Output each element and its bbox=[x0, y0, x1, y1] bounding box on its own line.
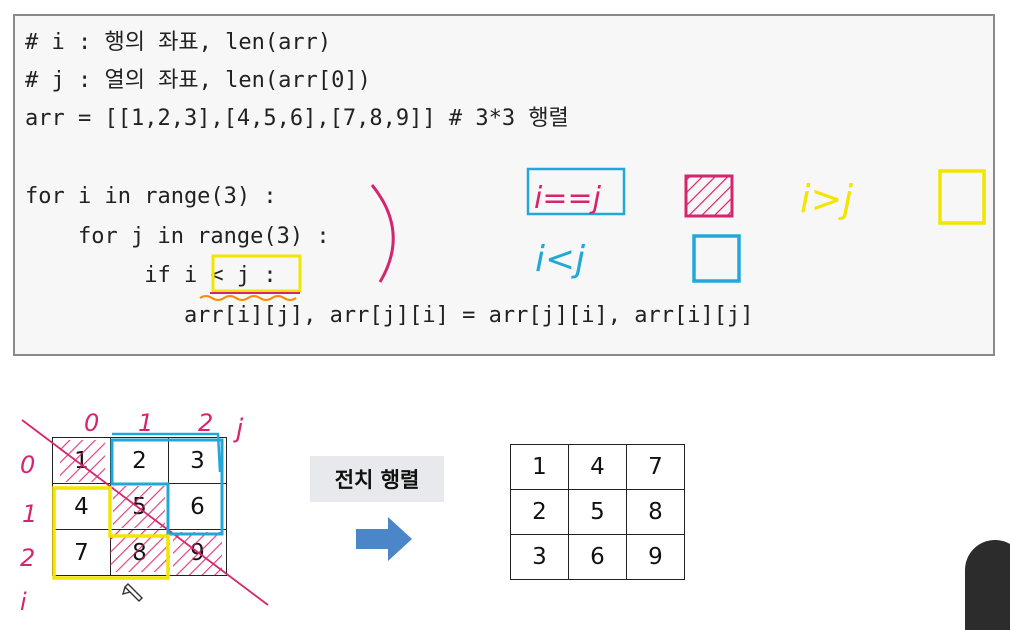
code-line-3: arr = [[1,2,3],[4,5,6],[7,8,9]] # 3*3 행렬 bbox=[25, 106, 569, 131]
code-panel: # i : 행의 좌표, len(arr) # j : 열의 좌표, len(a… bbox=[13, 14, 995, 356]
matrix-cell: 5 bbox=[568, 489, 627, 535]
row-index: i bbox=[20, 588, 27, 615]
matrix-cell: 6 bbox=[168, 483, 227, 530]
presenter-thumbnail bbox=[965, 540, 1010, 630]
code-line-2: # j : 열의 좌표, len(arr[0]) bbox=[25, 68, 371, 93]
row-index: 2 bbox=[20, 544, 35, 572]
pencil-cursor-icon bbox=[121, 583, 143, 602]
code-line-1: # i : 행의 좌표, len(arr) bbox=[25, 30, 332, 55]
row-index: 1 bbox=[22, 500, 37, 528]
transpose-label: 전치 행렬 bbox=[310, 456, 444, 502]
matrix-cell: 9 bbox=[168, 529, 227, 576]
col-index: 2 bbox=[198, 409, 213, 437]
matrix-cell: 7 bbox=[52, 529, 111, 576]
code-line-6: for j in range(3) : bbox=[25, 224, 330, 249]
matrix-cell: 8 bbox=[626, 489, 685, 535]
code-line-7: if i < j : bbox=[25, 263, 277, 288]
matrix-cell: 7 bbox=[626, 444, 685, 490]
col-index: 0 bbox=[84, 409, 99, 437]
matrix-cell: 3 bbox=[510, 534, 569, 580]
original-matrix: 1 2 3 4 5 6 7 8 9 bbox=[52, 437, 227, 576]
col-index: j bbox=[233, 414, 244, 444]
matrix-cell: 4 bbox=[52, 483, 111, 530]
code-line-5: for i in range(3) : bbox=[25, 184, 277, 209]
matrix-cell: 1 bbox=[510, 444, 569, 490]
matrix-cell: 4 bbox=[568, 444, 627, 490]
right-arrow-icon bbox=[356, 517, 412, 561]
transposed-matrix: 1 4 7 2 5 8 3 6 9 bbox=[510, 444, 685, 580]
matrix-cell: 1 bbox=[52, 437, 111, 484]
code-line-8: arr[i][j], arr[j][i] = arr[j][i], arr[i]… bbox=[25, 303, 754, 328]
matrix-cell: 2 bbox=[510, 489, 569, 535]
matrix-cell: 6 bbox=[568, 534, 627, 580]
matrix-cell: 5 bbox=[110, 483, 169, 530]
matrix-cell: 9 bbox=[626, 534, 685, 580]
col-index: 1 bbox=[138, 409, 153, 437]
row-index: 0 bbox=[20, 451, 35, 479]
matrix-cell: 3 bbox=[168, 437, 227, 484]
matrix-cell: 8 bbox=[110, 529, 169, 576]
matrix-cell: 2 bbox=[110, 437, 169, 484]
